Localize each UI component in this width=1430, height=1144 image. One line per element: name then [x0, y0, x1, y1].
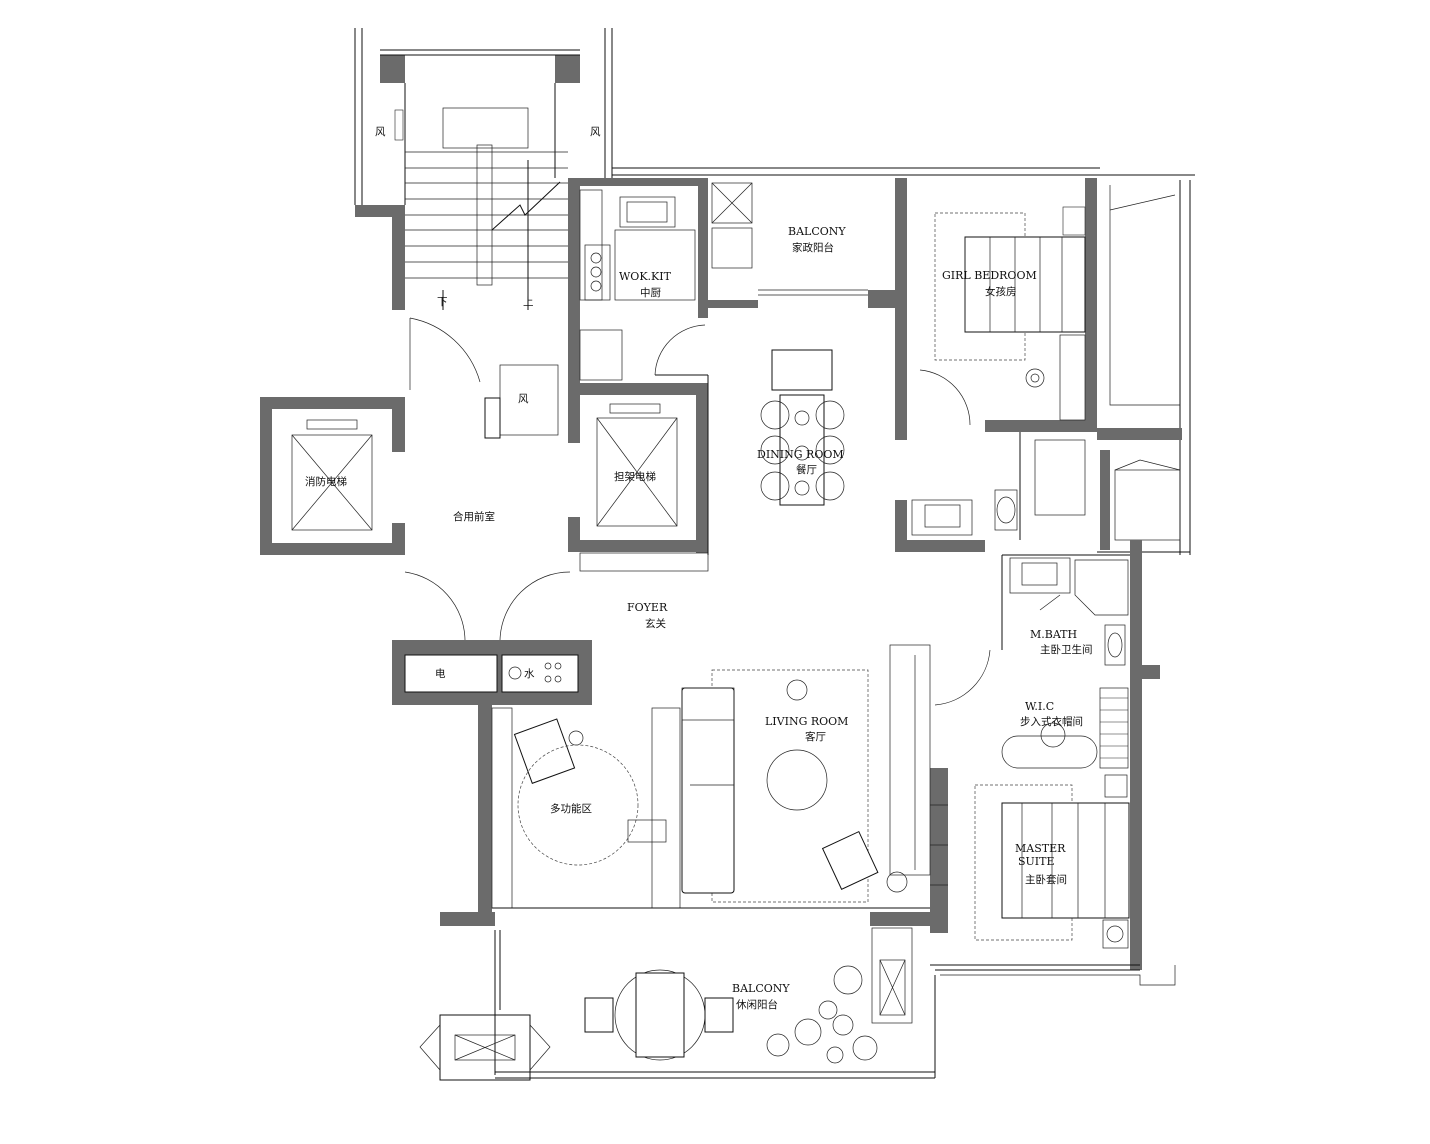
shared-lobby-label: 合用前室 [453, 510, 495, 523]
wok-kitchen-cn: 中厨 [640, 286, 661, 299]
water-label: 水 [524, 668, 535, 680]
multi-function-area: 多功能区 [478, 705, 667, 925]
foyer-cn: 玄关 [645, 617, 666, 630]
girl-bedroom-cn: 女孩房 [985, 285, 1017, 298]
service-balcony-cn: 家政阳台 [792, 241, 834, 254]
master-suite-en-1: MASTER [1015, 842, 1066, 855]
master-suite: MASTER SUITE 主卧套间 [930, 768, 1176, 986]
east-side-structure [1097, 174, 1195, 555]
leisure-balcony-en: BALCONY [732, 982, 790, 995]
service-balcony: BALCONY 家政阳台 [612, 167, 1100, 308]
stair-up-label: 上 [523, 296, 534, 308]
girl-bedroom-en: GIRL BEDROOM [942, 269, 1037, 282]
living-room: LIVING ROOM 客厅 [651, 669, 908, 909]
master-bath-cn: 主卧卫生间 [1040, 643, 1093, 656]
foyer-en: FOYER [627, 601, 668, 614]
electric-label: 电 [435, 667, 446, 680]
dining-area: DINING ROOM 餐厅 [757, 349, 845, 506]
foyer: FOYER 玄关 [627, 375, 931, 876]
vent-shaft-label: 风 [518, 393, 529, 405]
meter-closets: 电 水 [392, 640, 592, 705]
stretcher-elevator-label: 担架电梯 [614, 470, 656, 483]
master-bath: M.BATH 主卧卫生间 W.I.C 步入式衣帽间 [934, 540, 1160, 970]
master-suite-en-2: SUITE [1018, 855, 1055, 868]
leisure-balcony: BALCONY 休闲阳台 [419, 907, 936, 1081]
leisure-balcony-cn: 休闲阳台 [736, 998, 778, 1011]
wic-en: W.I.C [1025, 700, 1054, 713]
girl-bedroom: GIRL BEDROOM 女孩房 [895, 178, 1097, 552]
service-balcony-en: BALCONY [788, 225, 846, 238]
wok-kitchen: WOK.KIT 中厨 [568, 178, 708, 381]
wok-kitchen-en: WOK.KIT [619, 270, 672, 283]
living-room-cn: 客厅 [805, 730, 826, 743]
stair-down-label: 下 [437, 296, 448, 308]
elevator-lobby: 消防电梯 担架电梯 风 合用前室 [260, 317, 709, 641]
wic-cn: 步入式衣帽间 [1020, 715, 1083, 728]
second-bath [911, 432, 1086, 540]
stairwell: 风 风 下 上 [354, 28, 613, 383]
fire-elevator-label: 消防电梯 [305, 475, 347, 488]
vent-left-label: 风 [375, 126, 386, 138]
dining-room-en: DINING ROOM [757, 448, 844, 461]
dining-room-cn: 餐厅 [796, 463, 817, 476]
living-room-en: LIVING ROOM [765, 715, 848, 728]
multi-function-label: 多功能区 [550, 802, 592, 815]
vent-right-label: 风 [590, 126, 601, 138]
master-bath-en: M.BATH [1030, 628, 1077, 641]
master-suite-cn: 主卧套间 [1025, 873, 1067, 886]
